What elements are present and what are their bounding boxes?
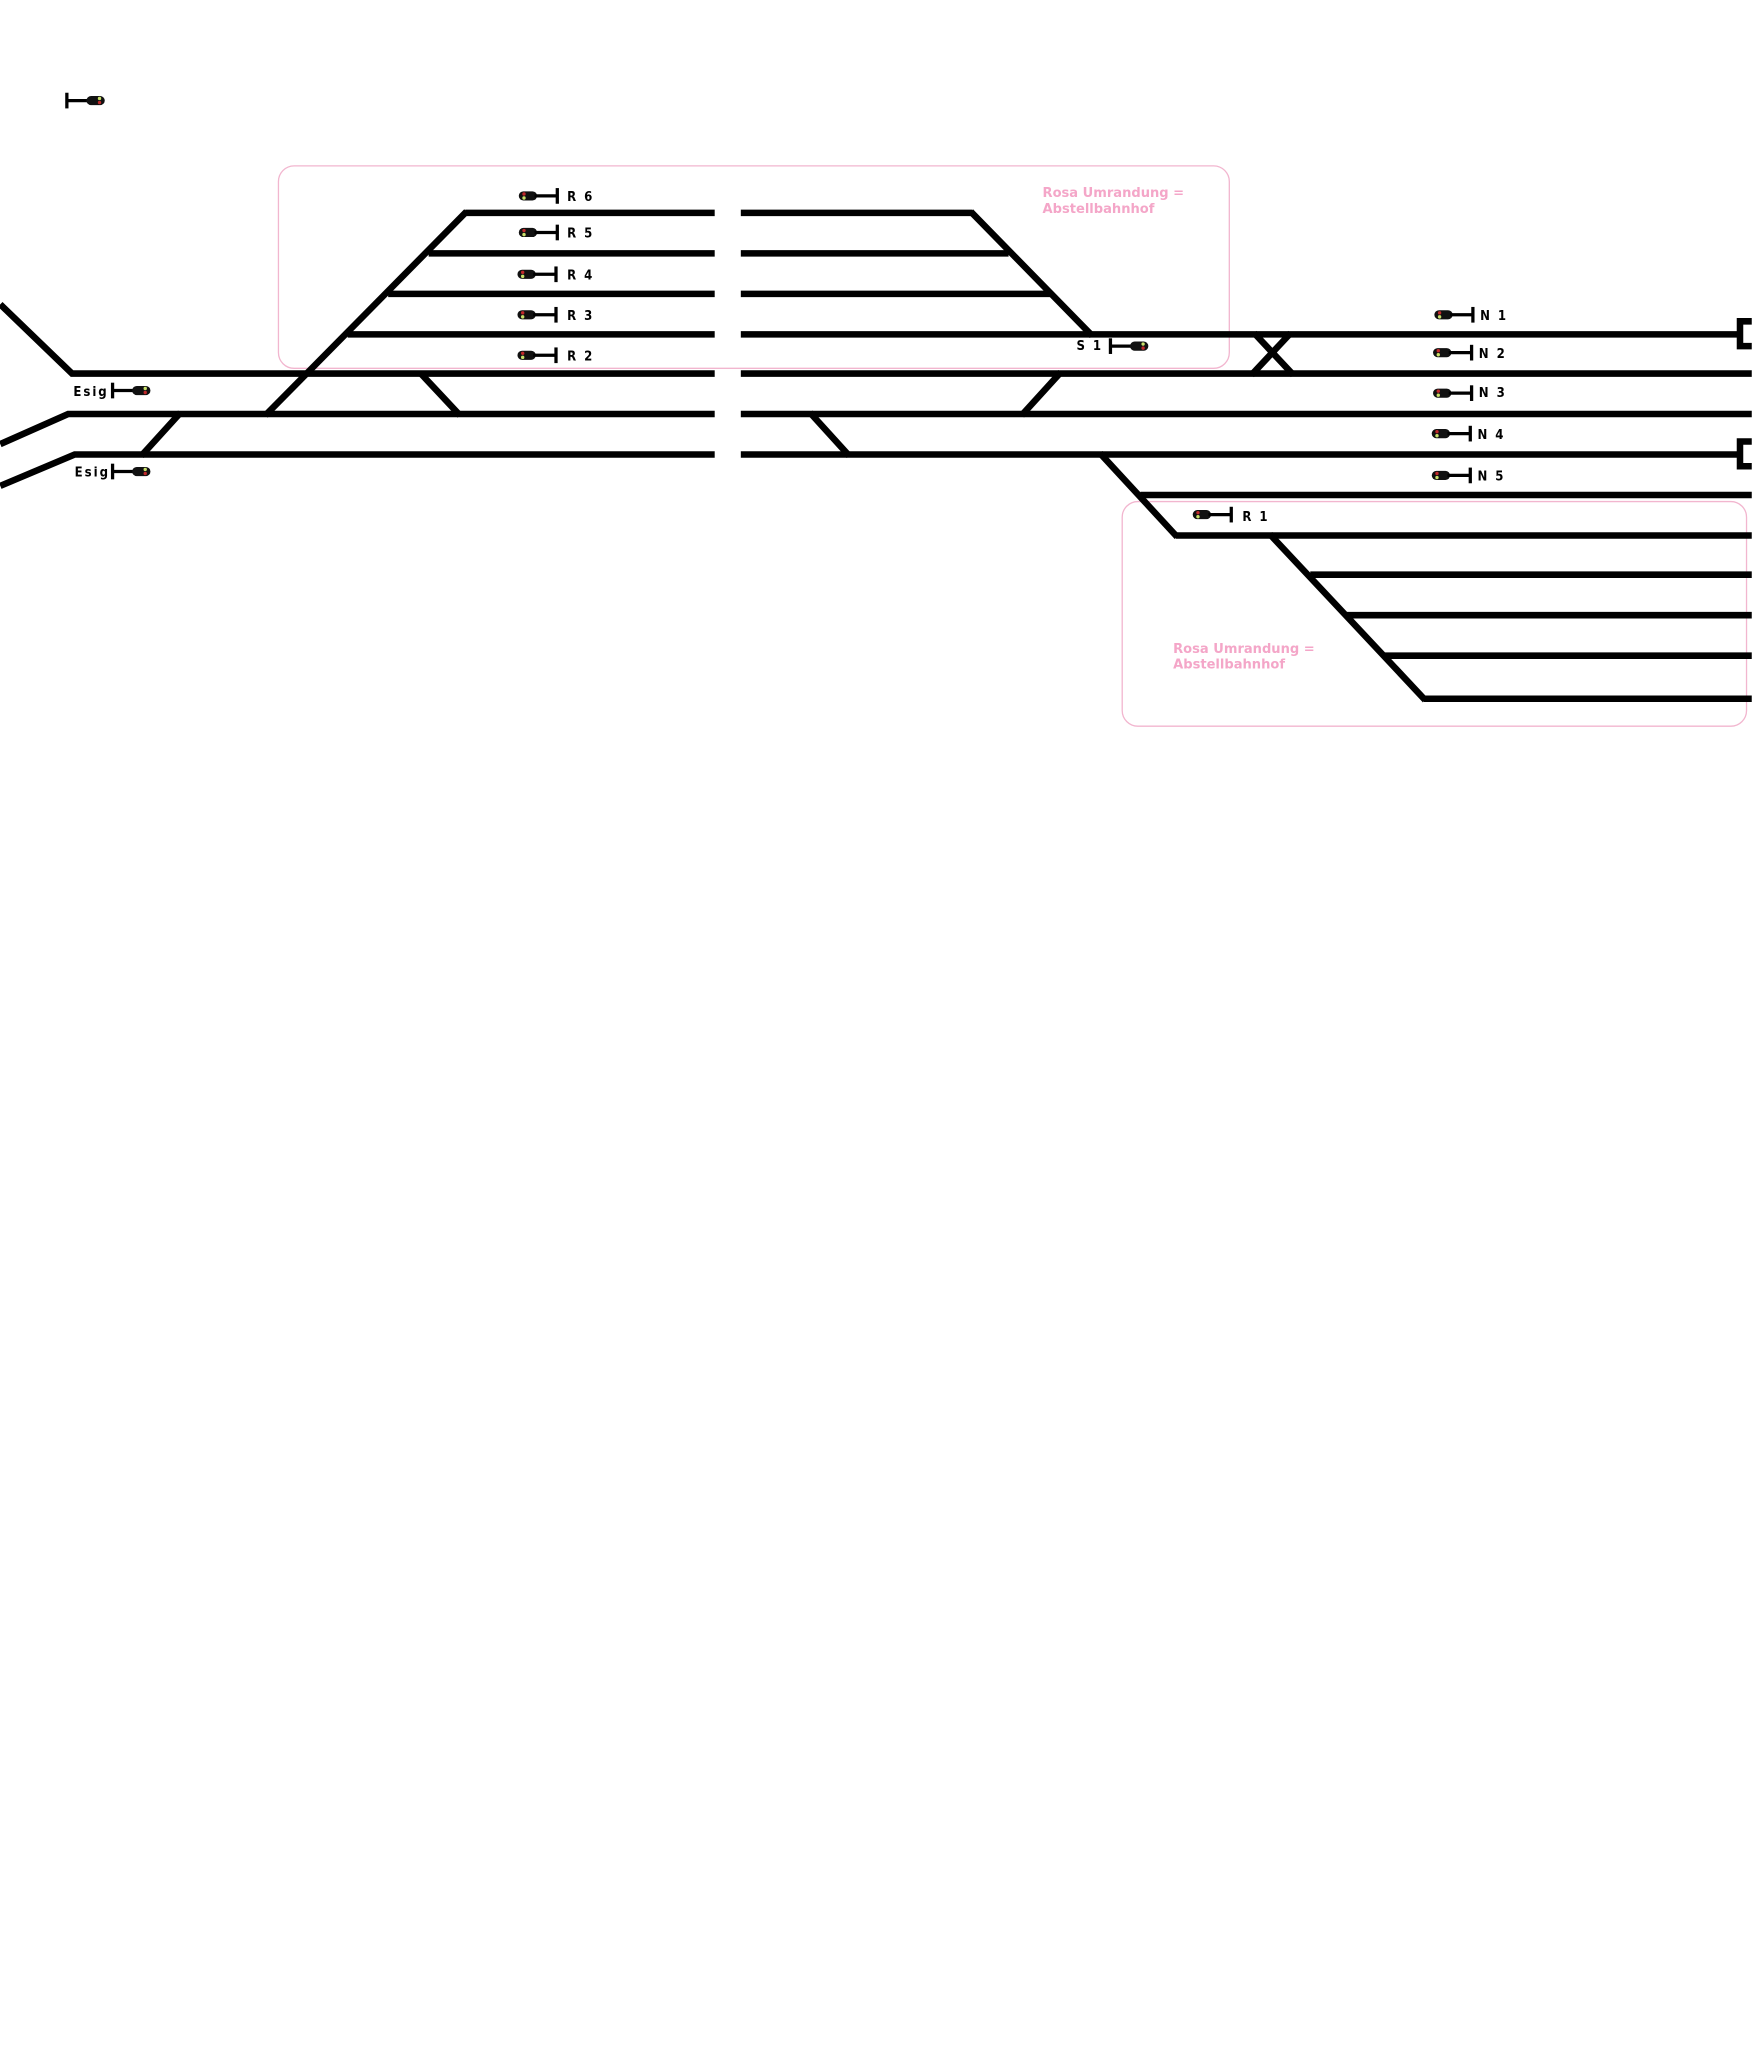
signal-label-r2: R 2	[567, 349, 594, 364]
signal-icon[interactable]	[65, 91, 107, 111]
signal-label-r4: R 4	[567, 269, 594, 284]
signal-label-r5: R 5	[567, 227, 594, 242]
signal-label-s1: S 1	[1076, 339, 1103, 354]
legend-note-line1: Rosa Umrandung =	[1173, 642, 1315, 657]
signal-label-r3: R 3	[567, 309, 594, 324]
signal-icon[interactable]	[1430, 465, 1472, 485]
signal-label-esig-lower: Esig	[75, 466, 110, 481]
signal-icon[interactable]	[1431, 383, 1474, 403]
legend-note-upper: Rosa Umrandung = Abstellbahnhof	[1043, 186, 1189, 217]
signal-icon[interactable]	[110, 381, 153, 400]
legend-note-line2: Abstellbahnhof	[1043, 202, 1155, 217]
signal-label-n1: N 1	[1480, 309, 1508, 324]
legend-note-line1: Rosa Umrandung =	[1043, 186, 1185, 201]
signal-icon[interactable]	[515, 264, 558, 284]
signal-icon[interactable]	[515, 305, 558, 325]
legend-note-lower: Rosa Umrandung = Abstellbahnhof	[1173, 642, 1319, 673]
buffer-stop-icon	[1736, 318, 1752, 350]
signal-icon[interactable]	[1430, 424, 1472, 444]
signal-icon[interactable]	[1431, 343, 1474, 363]
buffer-stop-icon	[1736, 438, 1752, 470]
signal-icon[interactable]	[1432, 305, 1475, 325]
signal-icon[interactable]	[515, 345, 558, 365]
signal-label-n2: N 2	[1479, 347, 1507, 362]
tracks	[0, 209, 1752, 703]
signal-icon[interactable]	[1191, 505, 1233, 525]
legend-note-line2: Abstellbahnhof	[1173, 658, 1285, 673]
signal-label-n5: N 5	[1477, 470, 1505, 485]
signal-icon[interactable]	[517, 223, 559, 242]
storage-yard-border-upper	[277, 165, 1230, 369]
signal-icon[interactable]	[110, 462, 153, 481]
signal-icon[interactable]	[1108, 336, 1150, 356]
signal-label-n4: N 4	[1477, 428, 1505, 443]
signal-label-esig-upper: Esig	[73, 385, 108, 400]
signal-label-r6: R 6	[567, 190, 594, 205]
signal-label-n3: N 3	[1479, 386, 1507, 401]
signal-icon[interactable]	[517, 186, 559, 206]
signal-label-r1: R 1	[1242, 510, 1269, 525]
